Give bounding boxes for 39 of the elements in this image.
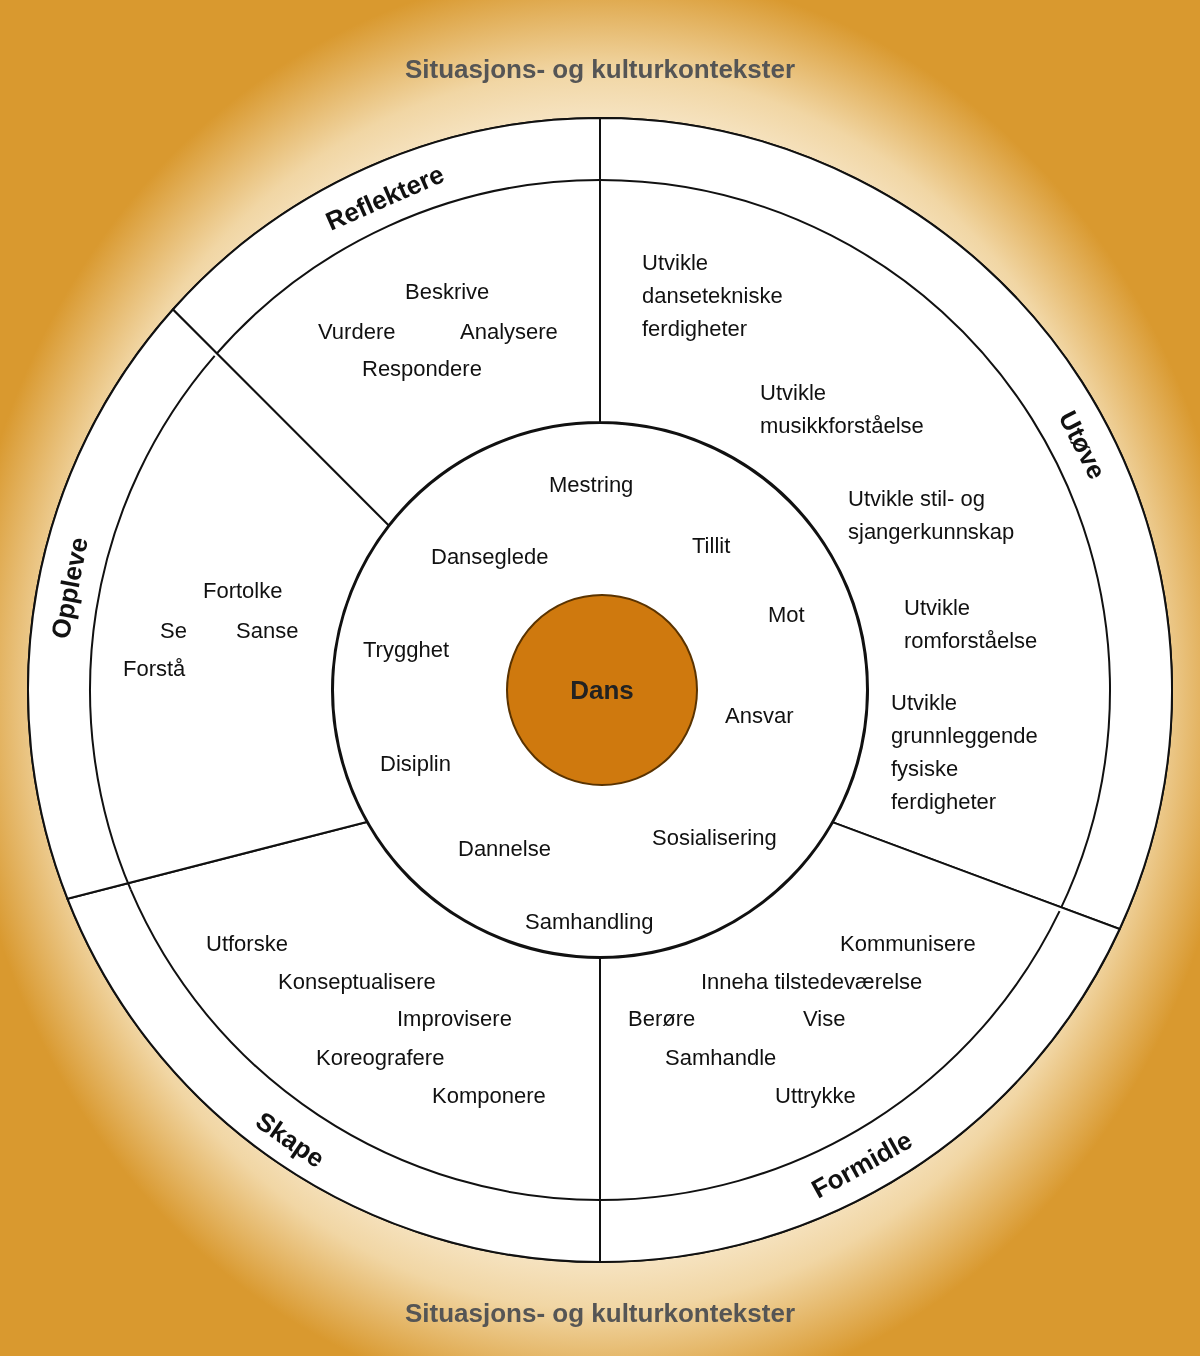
skill-label: Vurdere xyxy=(318,318,396,346)
value-label: Sosialisering xyxy=(652,824,777,852)
skill-label: Utvikle musikkforståelse xyxy=(760,379,925,440)
center-label: Dans xyxy=(570,674,634,706)
context-heading: Situasjons- og kulturkontekster xyxy=(404,52,796,86)
value-label: Dannelse xyxy=(458,835,551,863)
value-label: Ansvar xyxy=(725,702,794,730)
skill-label: Uttrykke xyxy=(775,1082,856,1110)
skill-label: Samhandle xyxy=(665,1044,777,1072)
skill-label: Respondere xyxy=(362,355,482,383)
skill-label: Utvikle romforståelse xyxy=(904,594,1039,655)
skill-label: Inneha tilstedeværelse xyxy=(701,968,923,996)
sector-title: Oppleve xyxy=(44,534,95,642)
skill-label: Analysere xyxy=(460,318,558,346)
skill-label: Utvikle dansetekniske ferdigheter xyxy=(642,249,784,343)
skill-label: Kommunisere xyxy=(840,930,976,958)
value-label: Trygghet xyxy=(363,636,449,664)
value-label: Mestring xyxy=(549,471,634,499)
skill-label: Utvikle stil- og sjangerkunnskap xyxy=(848,485,1016,546)
skill-label: Utvikle grunnleggende fysiske ferdigheter xyxy=(891,689,1039,816)
value-label: Danseglede xyxy=(431,543,549,571)
value-label: Disiplin xyxy=(380,750,451,778)
skill-label: Berøre xyxy=(628,1005,696,1033)
value-label: Samhandling xyxy=(525,908,654,936)
sector-title: Utøve xyxy=(1051,405,1114,485)
skill-label: Utforske xyxy=(206,930,288,958)
skill-label: Konseptualisere xyxy=(278,968,436,996)
skill-label: Fortolke xyxy=(203,577,283,605)
skill-label: Forstå xyxy=(123,655,186,683)
context-heading: Situasjons- og kulturkontekster xyxy=(404,1296,796,1330)
skill-label: Vise xyxy=(803,1005,846,1033)
value-label: Mot xyxy=(768,601,805,629)
skill-label: Komponere xyxy=(432,1082,546,1110)
skill-label: Koreografere xyxy=(316,1044,445,1072)
skill-label: Se xyxy=(160,617,187,645)
value-label: Tillit xyxy=(692,532,731,560)
skill-label: Sanse xyxy=(236,617,299,645)
skill-label: Improvisere xyxy=(397,1005,512,1033)
skill-label: Beskrive xyxy=(405,278,490,306)
